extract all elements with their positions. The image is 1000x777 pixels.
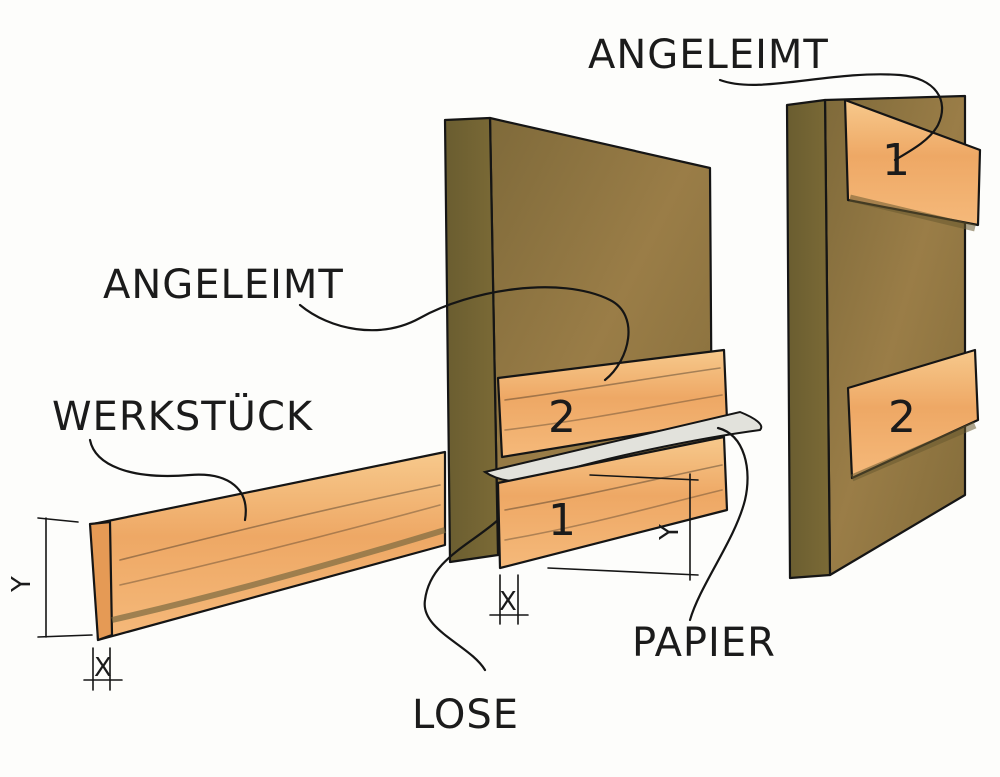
svg-text:X: X bbox=[499, 587, 517, 617]
right-board-edge bbox=[785, 98, 832, 580]
middle-board-edge bbox=[443, 116, 500, 564]
right-strip-1: 1 bbox=[843, 98, 982, 232]
strip-number: 1 bbox=[548, 495, 576, 546]
right-strip-2: 2 bbox=[846, 348, 980, 482]
svg-text:Y: Y bbox=[655, 524, 685, 541]
strip-number: 2 bbox=[548, 392, 576, 443]
leader-lose bbox=[423, 518, 500, 672]
leader-werkstueck bbox=[88, 438, 247, 522]
leader-angeleimt-top bbox=[718, 73, 944, 162]
dimension-middle-height: Y bbox=[547, 473, 699, 581]
svg-text:X: X bbox=[94, 653, 112, 683]
right-board: 1 2 bbox=[785, 94, 982, 580]
leader-angeleimt-mid bbox=[298, 286, 630, 382]
workpiece-groove bbox=[111, 527, 446, 623]
label-lose: LOSE bbox=[412, 692, 519, 738]
svg-text:Y: Y bbox=[7, 576, 37, 593]
label-papier: PAPIER bbox=[632, 620, 776, 666]
label-werkstueck: WERKSTÜCK bbox=[52, 392, 314, 440]
workpiece bbox=[88, 450, 447, 642]
dimension-left-height: Y bbox=[7, 517, 93, 638]
leader-papier bbox=[688, 426, 749, 622]
middle-strip-1: 1 bbox=[496, 435, 729, 570]
workpiece-end bbox=[88, 520, 114, 642]
label-angeleimt-top: ANGELEIMT bbox=[588, 32, 829, 78]
label-angeleimt-mid: ANGELEIMT bbox=[103, 262, 344, 308]
dimension-middle-width: X bbox=[489, 574, 529, 625]
strip-number: 2 bbox=[888, 392, 916, 443]
dimension-left-width: X bbox=[83, 647, 123, 691]
